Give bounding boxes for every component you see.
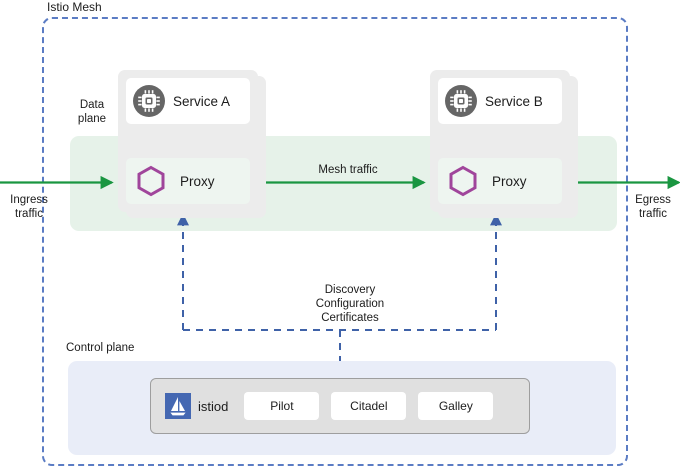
hexagon-icon — [137, 165, 165, 197]
config-flow-line2: Configuration — [315, 298, 385, 310]
proxy-card-b[interactable]: Proxy — [438, 158, 562, 204]
hexagon-icon — [449, 165, 477, 197]
ingress-label-line2: traffic — [15, 208, 43, 220]
egress-traffic-label: Egress traffic — [626, 193, 680, 221]
data-plane-label: Data plane — [62, 98, 122, 126]
data-plane-label-line1: Data — [79, 99, 105, 111]
egress-label-line1: Egress — [635, 194, 671, 206]
config-flow-line1: Discovery — [324, 284, 376, 296]
istio-mesh-label: Istio Mesh — [47, 0, 102, 14]
workload-pod-service-b: Service B Proxy — [430, 70, 578, 218]
mesh-traffic-label: Mesh traffic — [318, 164, 378, 176]
egress-label-line2: traffic — [639, 208, 667, 220]
ingress-label-line1: Ingress — [10, 194, 48, 206]
control-plane-label: Control plane — [66, 342, 135, 354]
data-plane-label-line2: plane — [77, 113, 107, 125]
proxy-name-b: Proxy — [492, 173, 527, 189]
ingress-traffic-label: Ingress traffic — [0, 193, 58, 221]
workload-pod-service-a: Service A Proxy — [118, 70, 266, 218]
cpu-chip-icon — [133, 85, 165, 117]
istio-sailboat-icon — [165, 393, 191, 419]
service-name-a: Service A — [173, 93, 231, 109]
istiod-label: istiod — [198, 398, 229, 414]
cpu-chip-icon — [445, 85, 477, 117]
service-card-a[interactable]: Service A — [126, 78, 250, 124]
proxy-name-a: Proxy — [180, 173, 215, 189]
service-name-b: Service B — [485, 93, 543, 109]
istiod-container: istiod Pilot Citadel Galley — [150, 378, 530, 434]
component-chip-citadel[interactable]: Citadel — [331, 392, 407, 420]
istio-mesh-boundary — [42, 17, 628, 466]
service-card-b[interactable]: Service B — [438, 78, 562, 124]
component-chip-pilot[interactable]: Pilot — [244, 392, 320, 420]
component-chip-galley[interactable]: Galley — [418, 392, 494, 420]
config-flow-label: Discovery Configuration Certificates — [270, 283, 430, 325]
config-flow-line3: Certificates — [321, 312, 379, 324]
proxy-card-a[interactable]: Proxy — [126, 158, 250, 204]
